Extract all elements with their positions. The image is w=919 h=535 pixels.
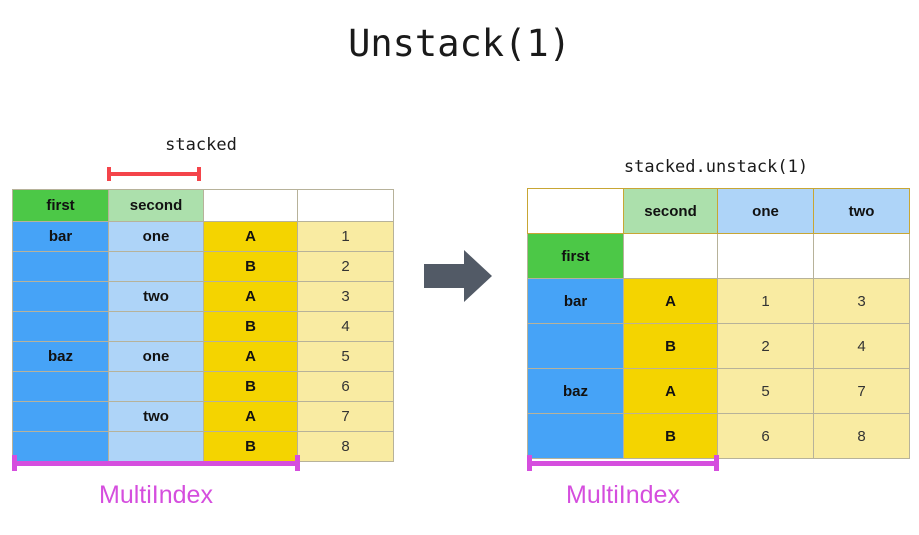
- table-row: B 8: [12, 431, 394, 462]
- unstacked-table: second one two first bar A 1 3 B 2 4 baz…: [527, 188, 910, 459]
- cell-value: 8: [297, 431, 394, 462]
- table-row: bar A 1 3: [527, 278, 910, 324]
- cell-ab: A: [623, 368, 718, 414]
- cell-ab: A: [203, 401, 298, 432]
- cell-ab: A: [623, 278, 718, 324]
- cell-ab: B: [203, 371, 298, 402]
- table-row: B 4: [12, 311, 394, 342]
- cell-ab: A: [203, 341, 298, 372]
- cell-value-two: 7: [813, 368, 910, 414]
- cell-second: one: [108, 341, 204, 372]
- cell-first: [12, 251, 109, 282]
- table-row: bar one A 1: [12, 221, 394, 252]
- table-row: B 2 4: [527, 323, 910, 369]
- cell-value: 7: [297, 401, 394, 432]
- cell-value-one: 5: [717, 368, 814, 414]
- page-title: Unstack(1): [348, 22, 571, 65]
- header-cell-second: second: [108, 189, 204, 222]
- right-multiindex-bracket: [527, 455, 719, 471]
- cell-ab: B: [623, 323, 718, 369]
- cell-first: [12, 311, 109, 342]
- cell-value-one: 1: [717, 278, 814, 324]
- cell-first: baz: [527, 368, 624, 414]
- cell-ab: B: [623, 413, 718, 459]
- caption-line-1: stacked.unstack(1): [623, 157, 809, 177]
- bracket-bar: [107, 172, 201, 176]
- cell-ab: B: [203, 431, 298, 462]
- cell-first: [527, 323, 624, 369]
- cell-second: two: [108, 401, 204, 432]
- table-header-row-index: first: [527, 233, 910, 279]
- cell-value: 4: [297, 311, 394, 342]
- cell-second: [108, 371, 204, 402]
- cell-second: [108, 311, 204, 342]
- cell-value: 6: [297, 371, 394, 402]
- cell-first: [527, 413, 624, 459]
- cell-first: bar: [12, 221, 109, 252]
- table-row: B 2: [12, 251, 394, 282]
- bracket-cap-right: [295, 455, 300, 471]
- header-cell-blank-3: [813, 233, 910, 279]
- cell-value-one: 2: [717, 323, 814, 369]
- cell-second: two: [108, 281, 204, 312]
- table-header-row-columns: second one two: [527, 188, 910, 234]
- left-table-caption: stacked: [165, 135, 237, 155]
- second-column-marker-bracket: [107, 167, 201, 181]
- header-cell-corner: [527, 188, 624, 234]
- cell-ab: B: [203, 311, 298, 342]
- cell-value: 5: [297, 341, 394, 372]
- header-cell-blank-1: [203, 189, 298, 222]
- cell-first: bar: [527, 278, 624, 324]
- left-multiindex-label: MultiIndex: [99, 481, 213, 509]
- header-cell-one: one: [717, 188, 814, 234]
- right-multiindex-label: MultiIndex: [566, 481, 680, 509]
- bracket-cap-right: [197, 167, 201, 181]
- bracket-bar: [12, 461, 300, 466]
- right-arrow-icon: [424, 250, 492, 302]
- cell-second: [108, 251, 204, 282]
- cell-value-one: 6: [717, 413, 814, 459]
- bracket-bar: [527, 461, 719, 466]
- cell-value: 1: [297, 221, 394, 252]
- header-cell-second: second: [623, 188, 718, 234]
- table-row: two A 7: [12, 401, 394, 432]
- cell-value-two: 3: [813, 278, 910, 324]
- table-row: baz A 5 7: [527, 368, 910, 414]
- cell-ab: B: [203, 251, 298, 282]
- cell-value: 3: [297, 281, 394, 312]
- cell-value-two: 4: [813, 323, 910, 369]
- cell-second: one: [108, 221, 204, 252]
- cell-ab: A: [203, 281, 298, 312]
- cell-first: [12, 371, 109, 402]
- cell-value: 2: [297, 251, 394, 282]
- cell-value-two: 8: [813, 413, 910, 459]
- table-row: two A 3: [12, 281, 394, 312]
- table-row: B 6 8: [527, 413, 910, 459]
- cell-ab: A: [203, 221, 298, 252]
- header-cell-blank-2: [297, 189, 394, 222]
- header-cell-blank-1: [623, 233, 718, 279]
- table-row: B 6: [12, 371, 394, 402]
- header-cell-first: first: [527, 233, 624, 279]
- stacked-table: first second bar one A 1 B 2 two A 3 B: [12, 189, 394, 462]
- cell-first: [12, 281, 109, 312]
- header-cell-two: two: [813, 188, 910, 234]
- cell-first: baz: [12, 341, 109, 372]
- bracket-cap-right: [714, 455, 719, 471]
- cell-first: [12, 431, 109, 462]
- header-cell-blank-2: [717, 233, 814, 279]
- left-multiindex-bracket: [12, 455, 300, 471]
- header-cell-first: first: [12, 189, 109, 222]
- cell-first: [12, 401, 109, 432]
- table-header-row: first second: [12, 189, 394, 222]
- table-row: baz one A 5: [12, 341, 394, 372]
